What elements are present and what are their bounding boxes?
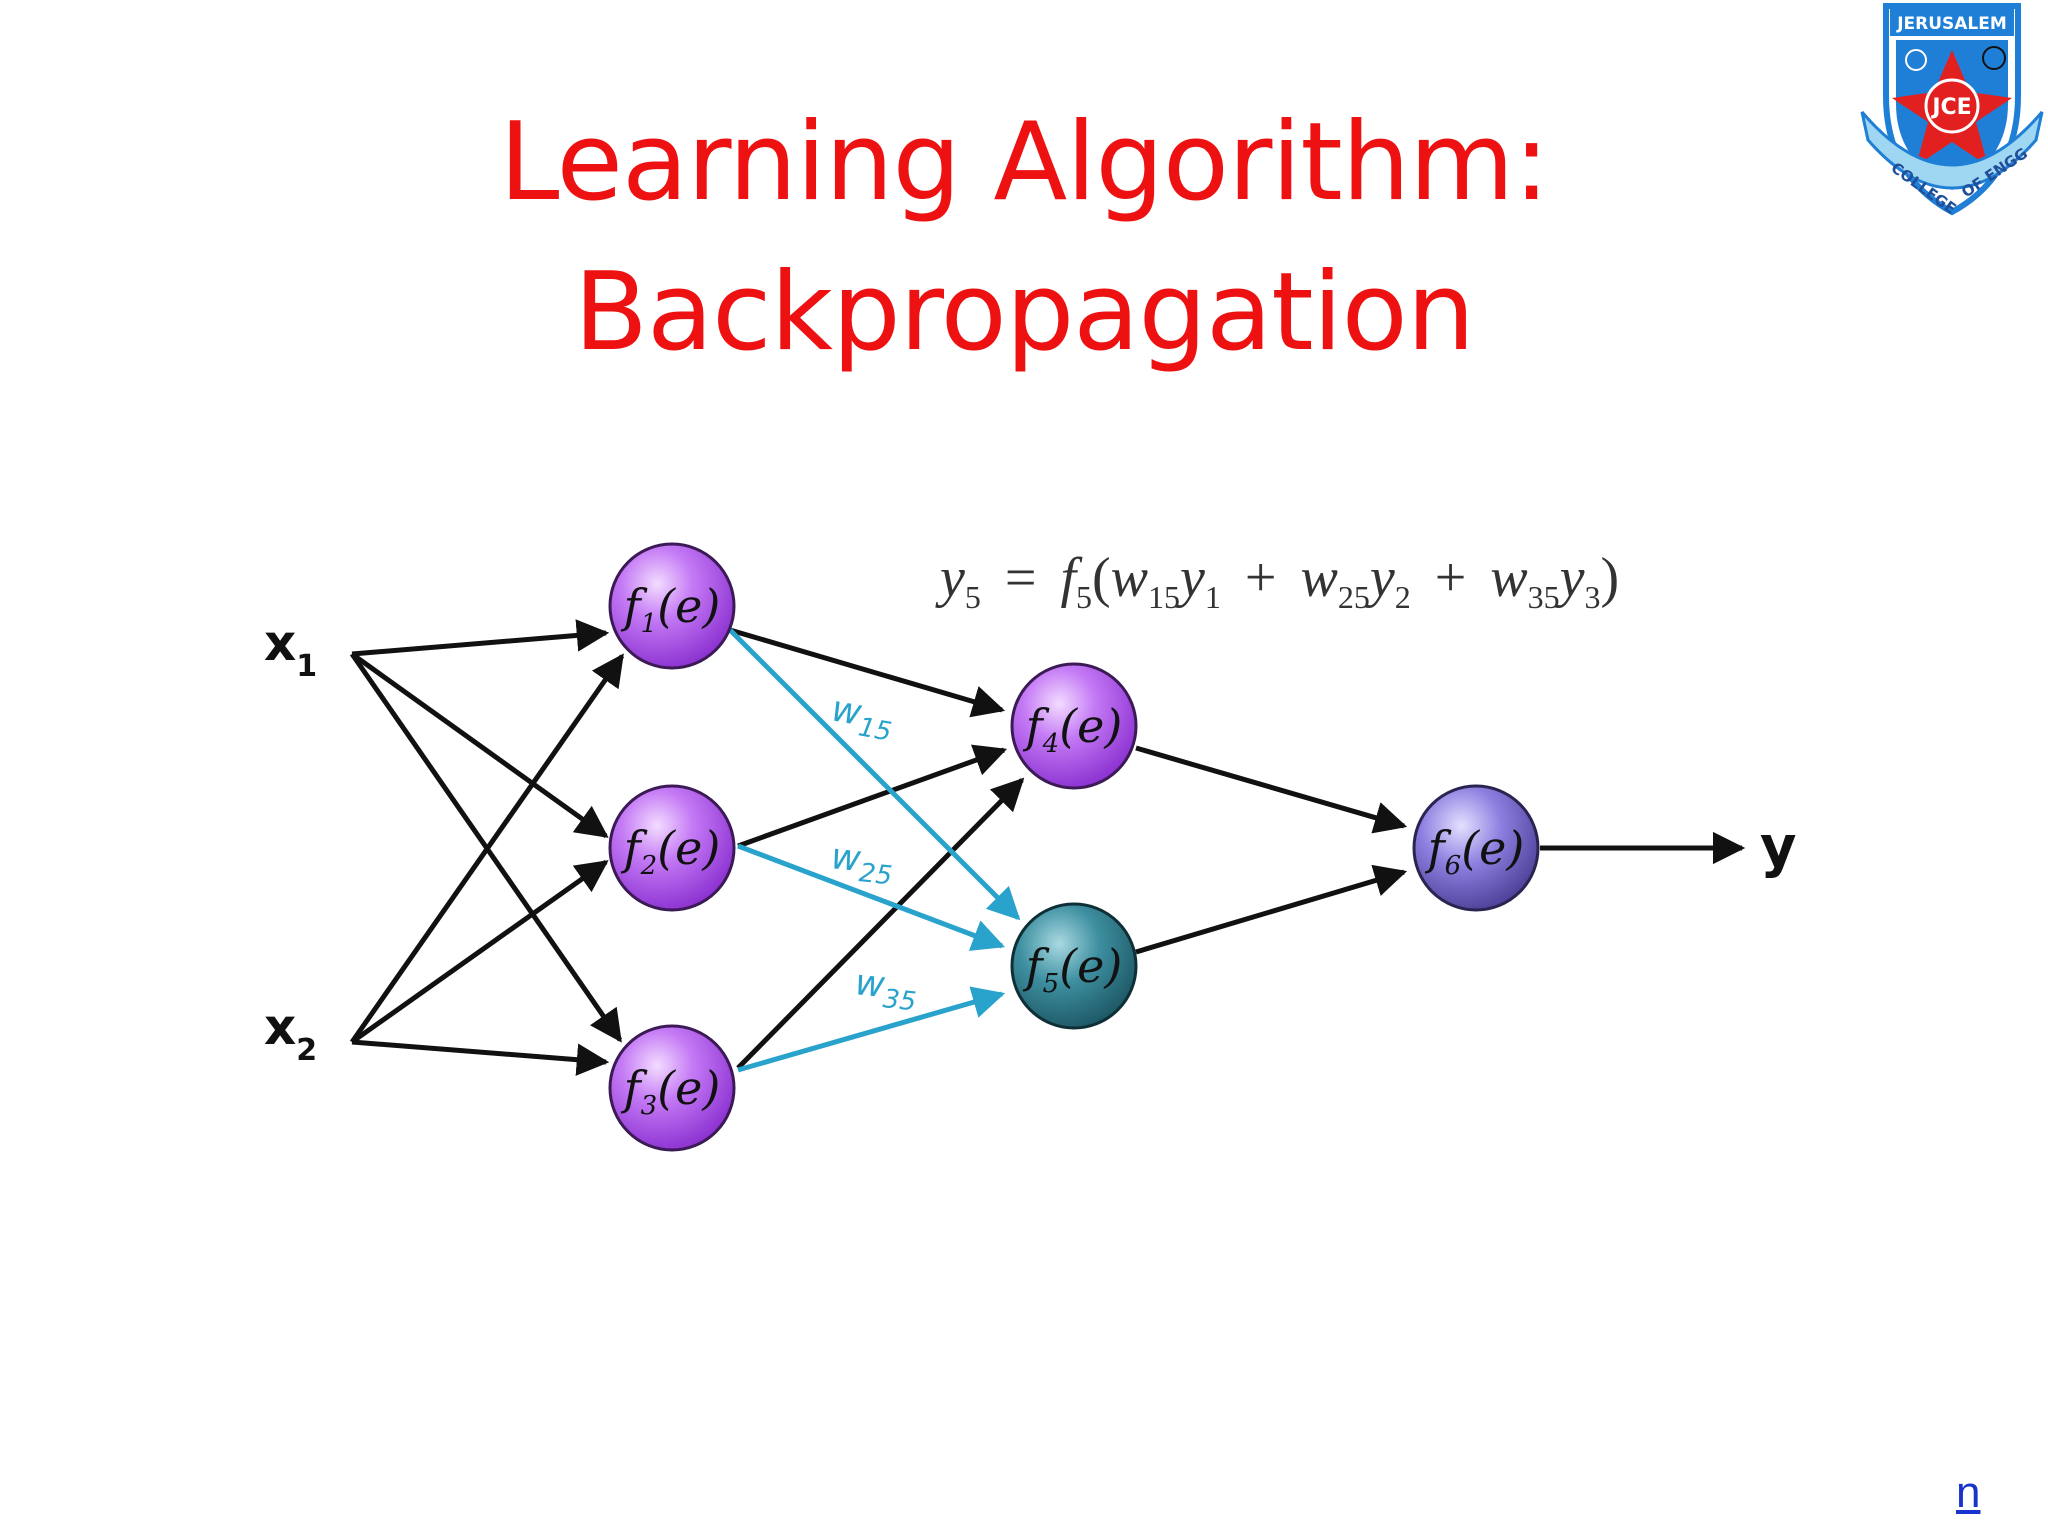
edge-x2-f1 (349, 653, 625, 1044)
svg-text:f3(e): f3(e) (621, 1061, 721, 1121)
college-logo: JERUSALEM JCE COLLEGE OF ENGG (1860, 3, 2044, 218)
input-label-x2: x2 (264, 998, 317, 1068)
formula: y5 = f5(w15y1 + w25y2 + w35y3) (935, 547, 1619, 621)
slide-title: Learning Algorithm: Backpropagation (0, 88, 2048, 388)
svg-text:f1(e): f1(e) (621, 579, 721, 639)
svg-text:JCE: JCE (1930, 95, 1971, 120)
neuron-f2: f2(e) (608, 784, 736, 912)
svg-text:f4(e): f4(e) (1023, 699, 1123, 759)
title-line-2: Backpropagation (573, 250, 1475, 375)
svg-text:f2(e): f2(e) (621, 821, 721, 881)
edge-f1-f4 (729, 627, 1006, 718)
edge-x1-f2 (350, 651, 609, 839)
svg-text:f6(e): f6(e) (1425, 821, 1525, 881)
edge-f2-f5 (737, 843, 1006, 951)
weight-label-w25: w25 (828, 836, 895, 891)
svg-text:JERUSALEM: JERUSALEM (1896, 14, 2007, 34)
edge-f1-f5 (728, 628, 1021, 921)
edge-x2-f3 (351, 1039, 610, 1076)
edge-f2-f4 (737, 744, 1008, 849)
neuron-f3: f3(e) (608, 1024, 736, 1152)
input-edges (349, 619, 625, 1076)
edge-f5-f6 (1135, 864, 1408, 955)
edge-f3-f5 (737, 986, 1006, 1073)
edge-f4-f6 (1135, 745, 1408, 834)
edge-x2-f2 (350, 859, 609, 1045)
svg-text:f5(e): f5(e) (1023, 939, 1123, 999)
weight-label-w15: w15 (827, 688, 897, 747)
input-label-x1: x1 (264, 614, 317, 684)
title-line-1: Learning Algorithm: (499, 100, 1550, 225)
highlighted-edges (728, 628, 1021, 1073)
output-label-y: y (1760, 815, 1797, 880)
hidden-edges (729, 627, 1746, 1070)
neuron-f5: f5(e) (1010, 902, 1138, 1030)
neuron-f6: f6(e) (1412, 784, 1540, 912)
edge-f3-f4 (736, 777, 1025, 1070)
footer-link[interactable]: n (1956, 1468, 1981, 1517)
weight-label-w35: w35 (852, 962, 919, 1017)
edge-x1-f1 (351, 619, 610, 657)
neuron-f1: f1(e) (608, 542, 736, 670)
neuron-f4: f4(e) (1010, 662, 1138, 790)
